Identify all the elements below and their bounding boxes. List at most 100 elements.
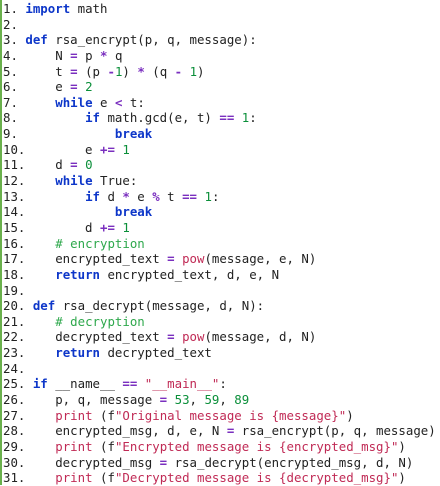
- code-line: 1. import math: [3, 1, 436, 17]
- keyword: while: [55, 94, 93, 110]
- line-number: 9.: [3, 126, 26, 142]
- code-line: 16. # encryption: [3, 236, 436, 252]
- code-text: [175, 251, 182, 266]
- code-text: (f: [92, 470, 115, 486]
- code-text: [25, 126, 115, 141]
- code-line: 20. def rsa_decrypt(message, d, N):: [3, 298, 436, 314]
- code-text: ): [346, 407, 354, 423]
- code-text: ): [398, 438, 406, 454]
- operator: -: [107, 63, 115, 79]
- operator: ==: [219, 110, 235, 126]
- code-text: [33, 439, 55, 454]
- line-number: 10.: [3, 141, 33, 157]
- line-number: 7.: [3, 94, 26, 110]
- line-number: 1.: [3, 1, 26, 16]
- code-text: e: [25, 79, 71, 95]
- code-line: 31. print (f"Decrypted message is {decry…: [3, 470, 436, 486]
- builtin: print: [55, 438, 93, 454]
- code-line: 13. if d * e % t == 1:: [3, 189, 436, 205]
- code-line: 12. while True:: [3, 173, 436, 189]
- number: 1: [122, 141, 130, 157]
- code-line: 21. # decryption: [3, 314, 436, 330]
- line-number: 15.: [3, 219, 33, 235]
- code-text: math: [70, 1, 108, 16]
- code-line: 8. if math.gcd(e, t) == 1:: [3, 110, 436, 126]
- number: 59: [204, 392, 220, 408]
- comment: # encryption: [55, 235, 145, 251]
- code-text: math.gcd(e, t): [100, 110, 220, 126]
- code-line: 11. d = 0: [3, 157, 436, 173]
- code-text: ): [398, 470, 406, 486]
- operator: +=: [99, 219, 115, 235]
- code-text: [175, 329, 182, 344]
- code-line: 9. break: [3, 126, 436, 142]
- code-line: 5. t = (p -1) * (q - 1): [3, 64, 436, 80]
- code-text: [78, 79, 85, 94]
- code-text: rsa_encrypt(p, q, message):: [47, 32, 257, 48]
- code-line: 14. break: [3, 204, 436, 220]
- line-number: 18.: [3, 266, 33, 282]
- operator: -: [174, 63, 183, 79]
- string: "__main__": [144, 376, 220, 392]
- line-number: 4.: [3, 47, 26, 63]
- code-line: 3. def rsa_encrypt(p, q, message):: [3, 32, 436, 48]
- comment: # decryption: [55, 313, 145, 329]
- code-line: 2.: [3, 17, 436, 33]
- line-number: 14.: [3, 204, 33, 220]
- code-text: encrypted_text, d, e, N: [100, 266, 280, 282]
- code-line: 15. d += 1: [3, 220, 436, 236]
- line-number: 23.: [3, 345, 33, 361]
- keyword: while: [55, 173, 93, 189]
- keyword: def: [32, 298, 56, 314]
- code-text: N: [25, 47, 71, 63]
- code-text: ): [197, 63, 205, 79]
- operator: =: [70, 47, 78, 63]
- operator: =: [70, 63, 78, 79]
- line-number: 29.: [3, 438, 33, 454]
- operator: *: [100, 47, 108, 63]
- code-text: (p: [77, 63, 108, 79]
- operator: =: [167, 329, 175, 345]
- code-text: :: [211, 188, 220, 204]
- code-text: rsa_encrypt(p, q, message): [234, 423, 436, 439]
- operator: %: [152, 188, 160, 204]
- code-text: t:: [122, 94, 145, 110]
- line-number: 2.: [3, 16, 26, 32]
- code-line: 30. decrypted_msg = rsa_decrypt(encrypte…: [3, 455, 436, 471]
- number: 1: [241, 110, 250, 126]
- keyword: break: [114, 126, 153, 142]
- code-line: 23. return decrypted_text: [3, 345, 436, 361]
- code-text: e: [92, 94, 115, 110]
- line-number: 16.: [3, 235, 33, 251]
- operator: =: [70, 157, 78, 173]
- builtin: print: [55, 407, 93, 423]
- keyword: if: [85, 110, 100, 126]
- code-text: decrypted_text: [100, 345, 212, 361]
- line-number: 25.: [3, 376, 33, 392]
- code-text: (q: [144, 63, 175, 79]
- operator: =: [159, 392, 168, 408]
- code-text: [25, 110, 85, 125]
- line-number: 26.: [3, 392, 33, 408]
- line-number: 17.: [3, 251, 33, 267]
- code-text: [78, 157, 85, 172]
- line-number: 11.: [3, 157, 33, 173]
- code-line: 19.: [3, 283, 436, 299]
- code-text: e: [32, 141, 100, 157]
- code-line: 4. N = p * q: [3, 48, 436, 64]
- number: 2: [85, 79, 93, 95]
- code-text: [33, 173, 55, 188]
- line-number: 8.: [3, 110, 26, 126]
- code-text: (message, e, N): [204, 251, 317, 267]
- code-text: [167, 392, 174, 407]
- builtin: print: [55, 470, 93, 486]
- code-text: decrypted_msg: [32, 454, 160, 470]
- keyword: return: [55, 345, 100, 361]
- code-text: d: [32, 157, 71, 173]
- code-text: [33, 267, 55, 282]
- code-text: [33, 345, 55, 360]
- code-text: [33, 236, 55, 251]
- operator: =: [167, 251, 175, 267]
- line-number: 22.: [3, 329, 33, 345]
